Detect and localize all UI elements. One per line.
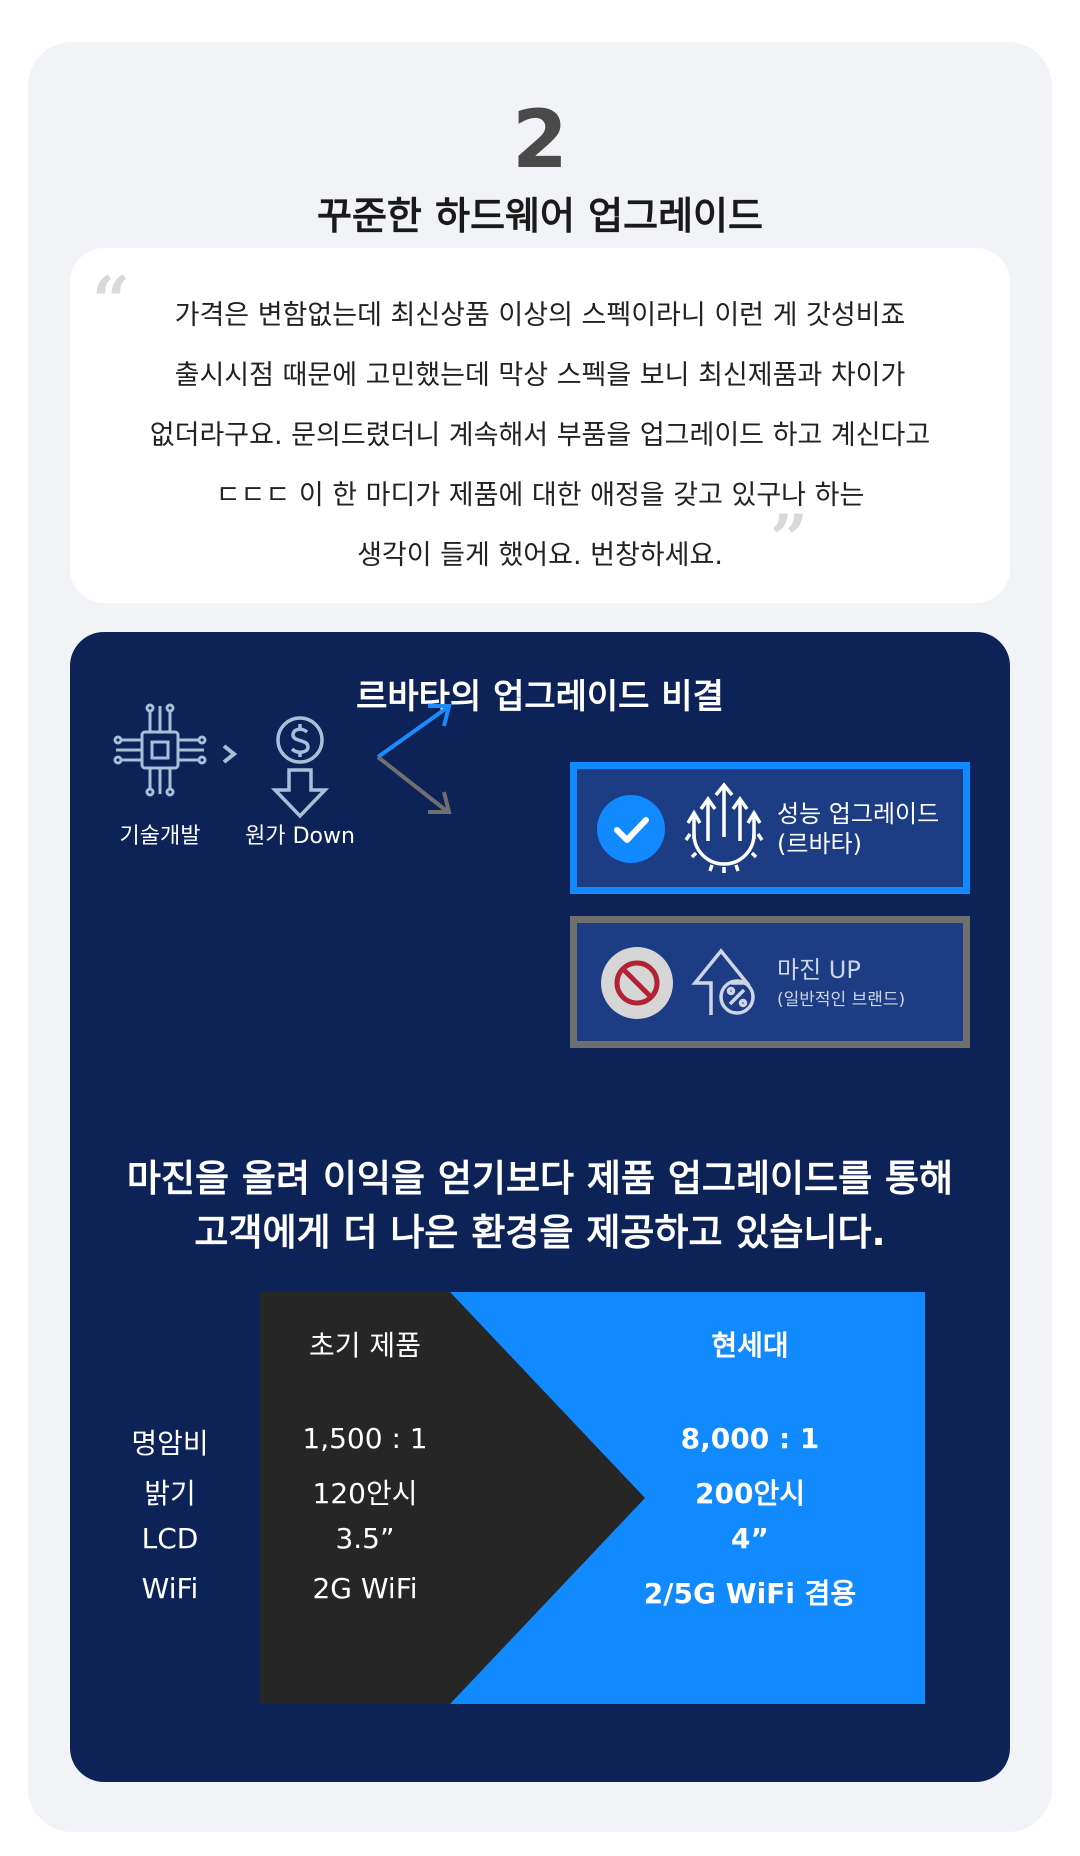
review-line: 생각이 들게 했어요. 번창하세요. <box>357 540 723 571</box>
row-label: 밝기 <box>144 1477 196 1510</box>
old-value: 3.5” <box>335 1522 395 1555</box>
slogan-line: 고객에게 더 나은 환경을 제공하고 있습니다. <box>194 1211 886 1254</box>
new-value: 8,000 : 1 <box>680 1422 820 1455</box>
old-value: 1,500 : 1 <box>302 1422 428 1455</box>
review-line: 가격은 변함없는데 최신상품 이상의 스펙이라니 이런 게 갓성비죠 <box>174 300 906 331</box>
section-number: 2 <box>512 93 568 186</box>
row-label: 명암비 <box>131 1427 209 1460</box>
close-quote-icon: ” <box>770 500 808 578</box>
performance-upgrade-title: 성능 업그레이드 <box>777 800 940 828</box>
margin-up-sub: (일반적인 브랜드) <box>777 990 906 1010</box>
tech-dev-label: 기술개발 <box>119 824 201 849</box>
comparison-background <box>260 1292 925 1704</box>
chevron-right-icon <box>220 742 240 770</box>
slogan: 마진을 올려 이익을 얻기보다 제품 업그레이드를 통해 고객에게 더 나은 환… <box>70 1152 1010 1260</box>
new-column-header: 현세대 <box>711 1329 789 1362</box>
review-quote-card: “ 가격은 변함없는데 최신상품 이상의 스펙이라니 이런 게 갓성비죠 출시시… <box>70 248 1010 603</box>
new-column-background <box>450 1292 925 1704</box>
margin-up-text: 마진 UP (일반적인 브랜드) <box>777 955 905 1015</box>
performance-upgrade-text: 성능 업그레이드 (르바타) <box>777 799 939 859</box>
open-quote-icon: “ <box>92 262 130 340</box>
performance-upgrade-sub: (르바타) <box>777 830 862 858</box>
gear-arrows-up-icon <box>682 779 766 883</box>
new-value: 200안시 <box>695 1477 805 1510</box>
old-column-header: 초기 제품 <box>309 1329 421 1362</box>
review-line: 없더라구요. 문의드렸더니 계속해서 부품을 업그레이드 하고 계신다고 <box>149 420 931 451</box>
margin-up-title: 마진 UP <box>777 956 861 984</box>
review-line: 출시시점 때문에 고민했는데 막상 스펙을 보니 최신제품과 차이가 <box>174 360 906 391</box>
new-value: 2/5G WiFi 겸용 <box>643 1577 857 1610</box>
slogan-line: 마진을 올려 이익을 얻기보다 제품 업그레이드를 통해 <box>126 1157 954 1200</box>
performance-upgrade-box: 성능 업그레이드 (르바타) <box>570 762 970 894</box>
review-text: 가격은 변함없는데 최신상품 이상의 스펙이라니 이런 게 갓성비죠 출시시점 … <box>70 286 1010 586</box>
row-label: WiFi <box>141 1572 199 1605</box>
upgrade-secret-panel: 르바타의 업그레이드 비결 기술개발 <box>70 632 1010 1782</box>
margin-up-box: 마진 UP (일반적인 브랜드) <box>570 916 970 1048</box>
check-circle-icon <box>595 793 667 869</box>
percent-up-icon <box>685 943 765 1027</box>
prohibited-icon <box>599 945 675 1025</box>
chip-icon <box>110 700 210 804</box>
panel-title: 르바타의 업그레이드 비결 <box>356 677 724 717</box>
old-value: 2G WiFi <box>312 1572 418 1605</box>
cost-down-icon <box>255 712 345 826</box>
section-title: 꾸준한 하드웨어 업그레이드 <box>317 194 763 238</box>
spec-comparison-table: 초기 제품 현세대 명암비 1,500 : 1 8,000 : 1 밝기 120… <box>70 1292 1010 1742</box>
cost-down-label: 원가 Down <box>245 824 355 849</box>
old-value: 120안시 <box>312 1477 418 1510</box>
new-value: 4” <box>731 1522 769 1555</box>
row-label: LCD <box>141 1522 199 1555</box>
review-line: ㄷㄷㄷ 이 한 마디가 제품에 대한 애정을 갖고 있구나 하는 <box>215 480 865 511</box>
diverging-arrows-icon <box>370 702 460 826</box>
old-column-background <box>260 1292 645 1704</box>
